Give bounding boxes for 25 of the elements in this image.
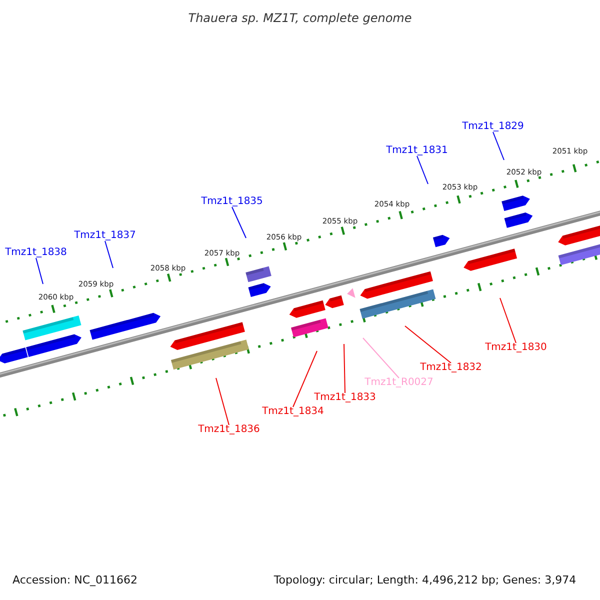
leader-line [292, 350, 318, 408]
leader-line [404, 326, 452, 364]
leader-line [104, 240, 114, 268]
accession-text: Accession: NC_011662 [12, 574, 138, 586]
gene-label: Tmz1t_1833 [314, 393, 376, 403]
gene-label: Tmz1t_1834 [262, 407, 324, 417]
gene-label: Tmz1t_1829 [462, 122, 524, 132]
gene-label: Tmz1t_1838 [5, 248, 67, 258]
leader-line [362, 338, 400, 378]
gene-label: Tmz1t_1831 [386, 146, 448, 156]
leader-line [36, 258, 44, 284]
leader-line [344, 344, 346, 394]
leader-line [492, 132, 504, 160]
gene-label: Tmz1t_1835 [201, 197, 263, 207]
title: Thauera sp. MZ1T, complete genome [188, 12, 412, 24]
leader-line [416, 156, 428, 184]
leader-line [500, 298, 516, 344]
gene-label: Tmz1t_R0027 [364, 378, 434, 388]
gene-label: Tmz1t_1830 [485, 343, 547, 353]
gene-label: Tmz1t_1837 [74, 231, 136, 241]
gene-label: Tmz1t_1836 [198, 425, 260, 435]
gene-label: Tmz1t_1832 [420, 363, 482, 373]
leader-line [216, 378, 230, 426]
leader-line [232, 206, 246, 238]
genome-info-text: Topology: circular; Length: 4,496,212 bp; Genes: 3,974 [274, 574, 576, 586]
